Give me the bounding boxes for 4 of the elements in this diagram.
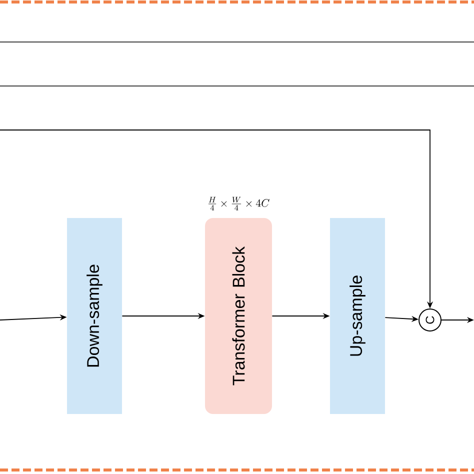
block-box: Down-sample xyxy=(67,218,122,414)
dimension-formula: $\frac{H}{4}\times\frac{W}{4}\times 4C$ xyxy=(208,196,270,210)
block-box: Transformer Block xyxy=(205,218,272,414)
block-box: Up-sample xyxy=(330,218,385,414)
